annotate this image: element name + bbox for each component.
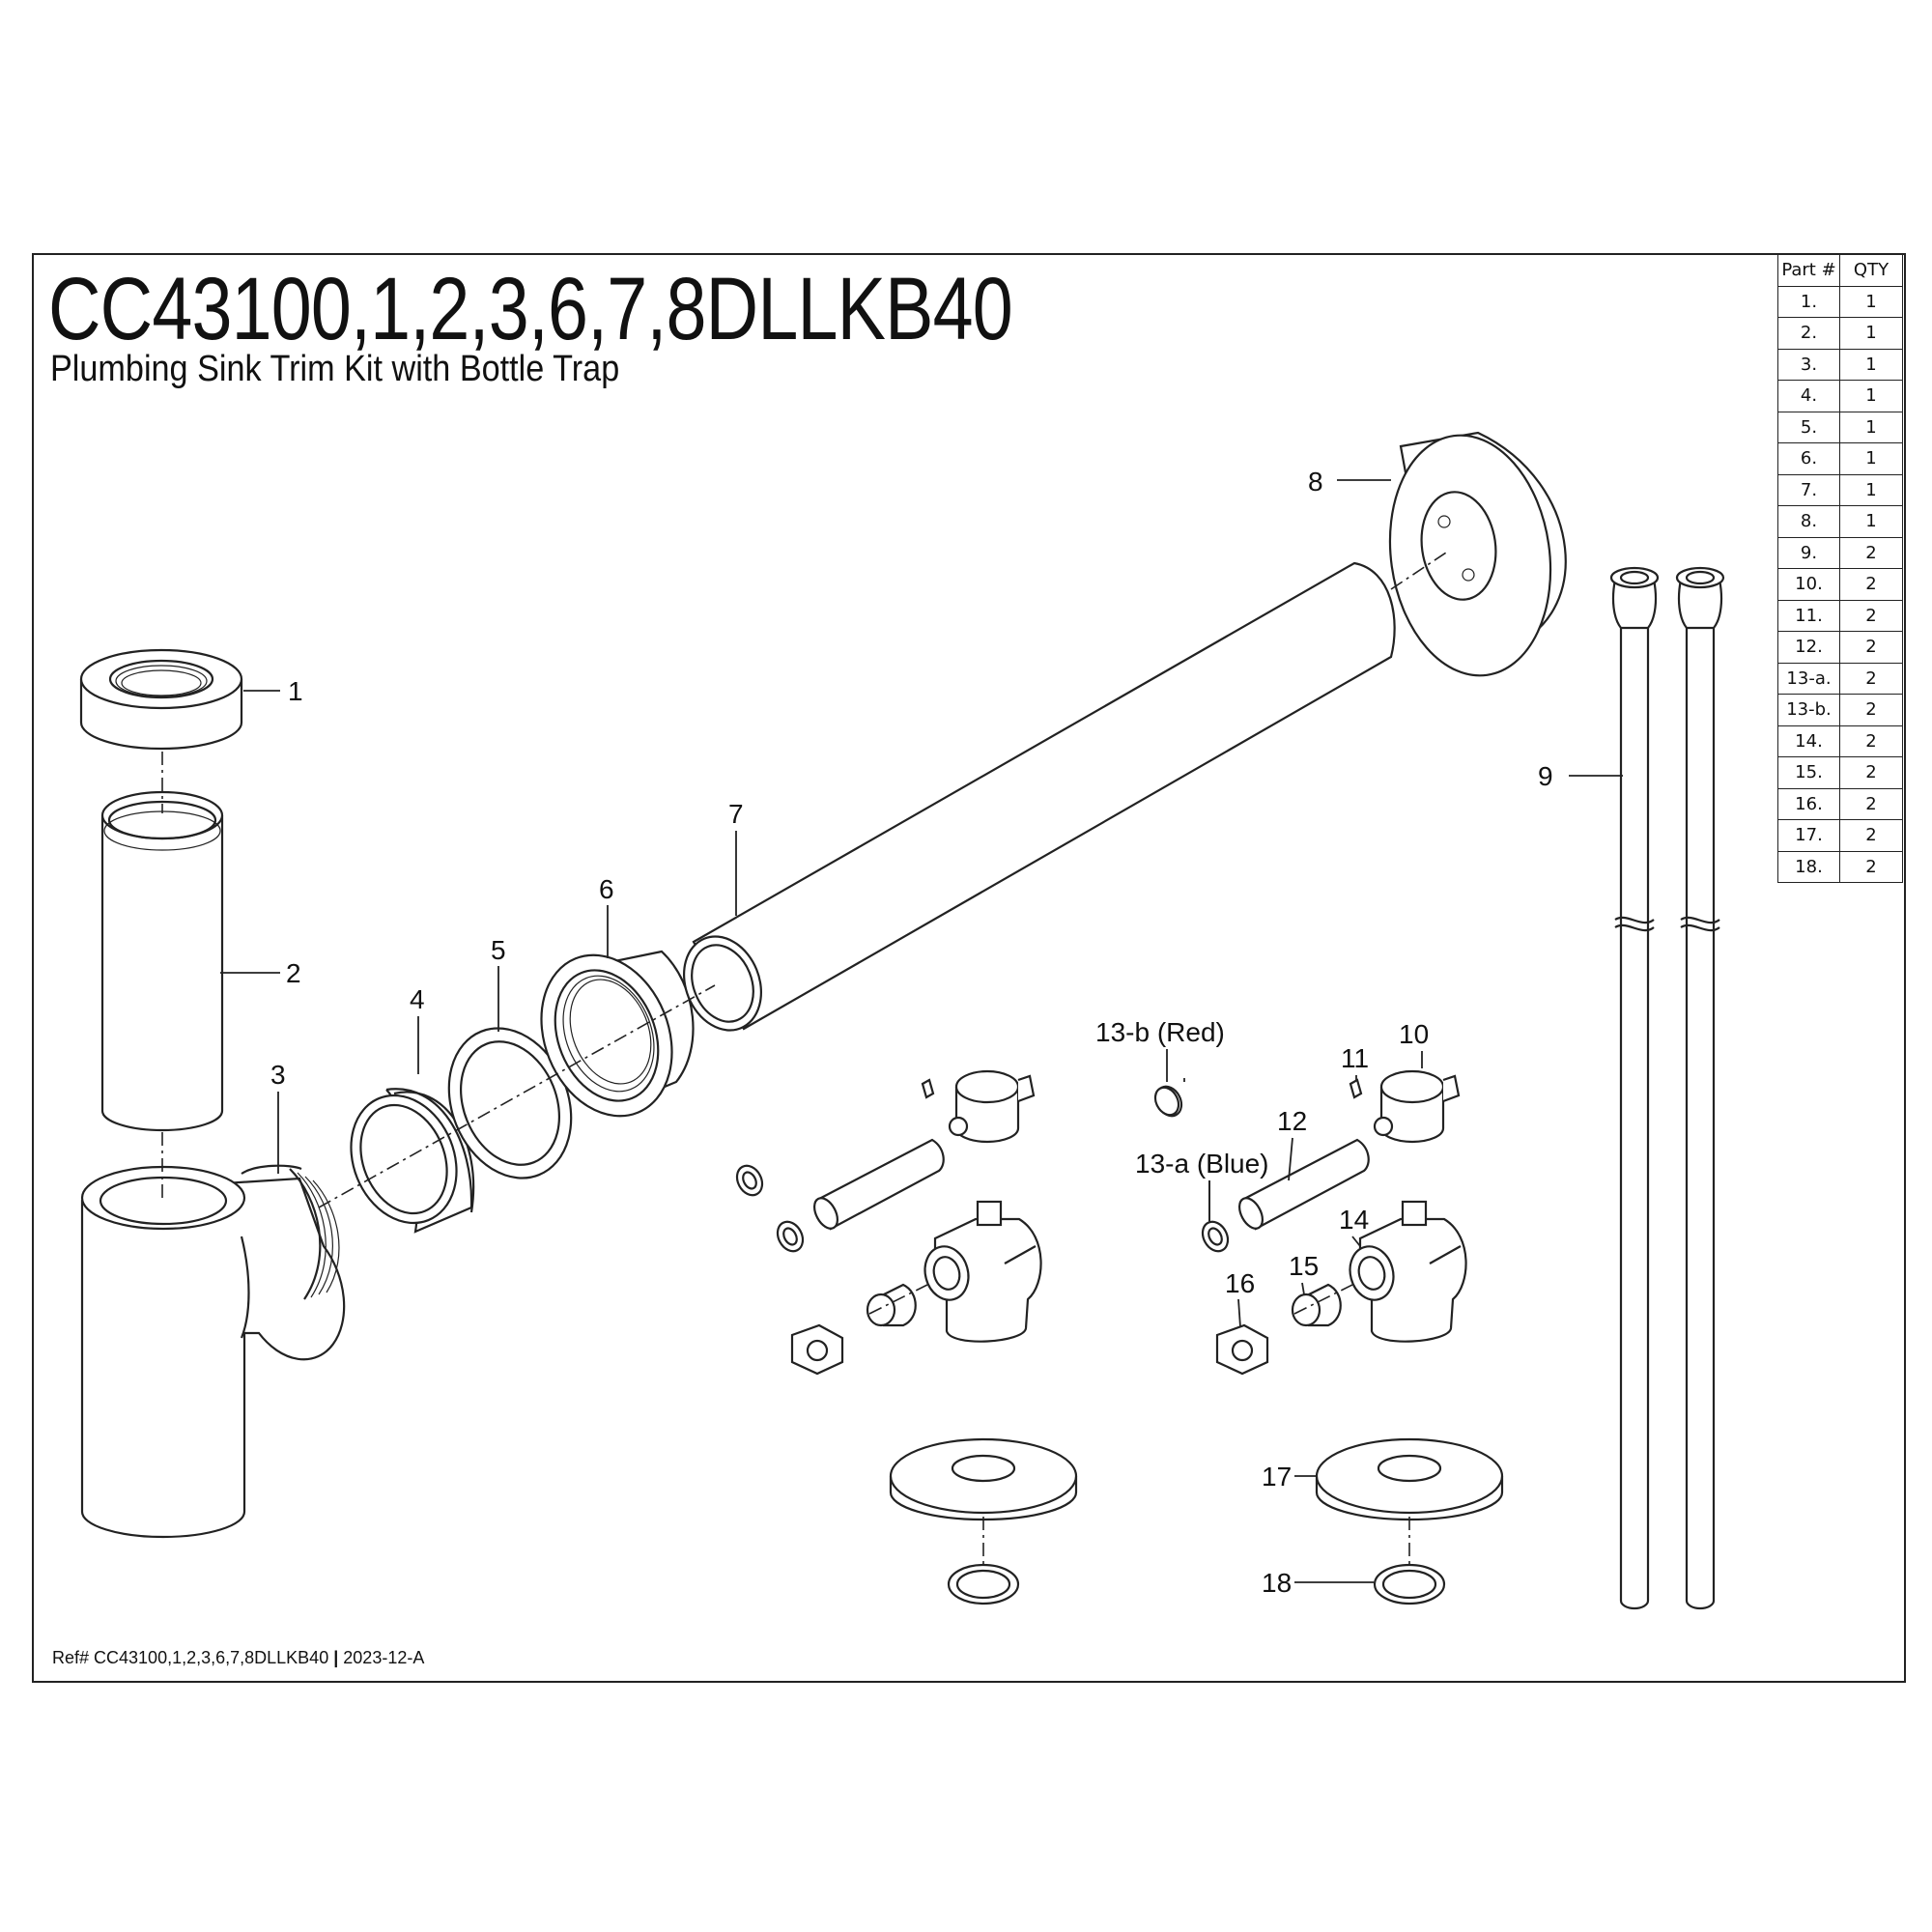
quantity-cell: 1 [1839,317,1903,350]
part-number-cell: 13-a. [1777,662,1840,695]
parts-table-row: 2.1 [1777,317,1903,350]
part-number-cell: 6. [1777,442,1840,475]
right-stop-valve-assembly [1154,1069,1467,1376]
quantity-cell: 1 [1839,505,1903,538]
callout-labels: 1 2 3 4 5 6 7 8 9 10 11 12 13-b (Red) 13… [270,467,1553,1598]
callout-5: 5 [491,935,506,965]
parts-table-row: 6.1 [1777,442,1903,475]
parts-table-row: 16.2 [1777,787,1903,820]
part-number-cell: 5. [1777,411,1840,443]
callout-14: 14 [1339,1205,1369,1235]
parts-table-row: 14.2 [1777,724,1903,757]
quantity-cell: 1 [1839,442,1903,475]
parts-table-row: 13-b.2 [1777,694,1903,726]
reference-number: Ref# CC43100,1,2,3,6,7,8DLLKB40 [52,1648,329,1667]
quantity-cell: 2 [1839,756,1903,789]
parts-table-row: 15.2 [1777,756,1903,789]
callout-17: 17 [1262,1462,1292,1492]
product-subtitle: Plumbing Sink Trim Kit with Bottle Trap [50,349,620,389]
part-17-escutcheon-right [1315,1437,1504,1521]
part-number-cell: 4. [1777,380,1840,412]
part-number-cell: 16. [1777,787,1840,820]
sheet-border [32,253,1906,1683]
callout-15: 15 [1289,1251,1319,1281]
parts-table-row: 13-a.2 [1777,662,1903,695]
model-number-title: CC43100,1,2,3,6,7,8DLLKB40 [48,260,1013,358]
part-number-cell: 3. [1777,348,1840,381]
part-number-cell: 7. [1777,473,1840,506]
part-2-tailpiece [100,790,224,1132]
callout-leaders [220,479,1623,1583]
part-9-supply-tubes [1609,566,1725,1610]
part-number-cell: 15. [1777,756,1840,789]
part-1-flange-ring [79,648,243,751]
callout-6: 6 [599,874,614,904]
quantity-cell: 1 [1839,285,1903,318]
part-number-cell: 11. [1777,599,1840,632]
quantity-cell: 2 [1839,694,1903,726]
quantity-cell: 2 [1839,631,1903,664]
assembly-centerlines [161,550,1450,1565]
parts-table-row: 12.2 [1777,631,1903,664]
parts-table-row: 17.2 [1777,819,1903,852]
quantity-cell: 2 [1839,599,1903,632]
callout-7: 7 [728,799,744,829]
callout-8: 8 [1308,467,1323,497]
parts-table-row: 5.1 [1777,411,1903,443]
parts-table-row: 18.2 [1777,850,1903,883]
part-number-cell: 14. [1777,724,1840,757]
reference-separator: | [333,1648,339,1667]
callout-9: 9 [1538,761,1553,791]
part-18-washer-left [947,1563,1020,1605]
part-3-bottle-trap [80,1164,346,1539]
quantity-cell: 2 [1839,787,1903,820]
callout-4: 4 [410,984,425,1014]
parts-table-row: 7.1 [1777,473,1903,506]
quantity-cell: 2 [1839,850,1903,883]
parts-table-row: 8.1 [1777,505,1903,538]
part-8-wall-flange [1388,431,1567,677]
quantity-cell: 2 [1839,819,1903,852]
callout-2: 2 [286,958,301,988]
callout-3: 3 [270,1060,286,1090]
callout-13b-red: 13-b (Red) [1095,1017,1225,1047]
quantity-cell: 1 [1839,473,1903,506]
part-13b-washer [1153,1049,1180,1117]
callout-10: 10 [1399,1019,1429,1049]
callout-13a-blue: 13-a (Blue) [1135,1149,1269,1179]
left-stop-valve-assembly [735,1069,1042,1376]
revision-code: 2023-12-A [343,1648,425,1667]
part-17-escutcheon-left [889,1437,1078,1521]
parts-table-row: 4.1 [1777,380,1903,412]
reference-line: Ref# CC43100,1,2,3,6,7,8DLLKB40 | 2023-1… [52,1648,424,1668]
parts-table-row: 11.2 [1777,599,1903,632]
callout-18: 18 [1262,1568,1292,1598]
part-6-threaded-nut [540,950,695,1118]
parts-table-row: 1.1 [1777,285,1903,318]
part-7-wall-tube [682,561,1396,1032]
quantity-cell: 1 [1839,411,1903,443]
quantity-cell: 2 [1839,568,1903,601]
callout-1: 1 [288,676,303,706]
part-18-washer-right [1373,1563,1446,1605]
quantity-header: QTY [1839,254,1903,287]
callout-16: 16 [1225,1268,1255,1298]
callout-11: 11 [1341,1043,1369,1073]
quantity-cell: 2 [1839,724,1903,757]
quantity-cell: 2 [1839,662,1903,695]
quantity-cell: 2 [1839,536,1903,569]
callout-12: 12 [1277,1106,1307,1136]
